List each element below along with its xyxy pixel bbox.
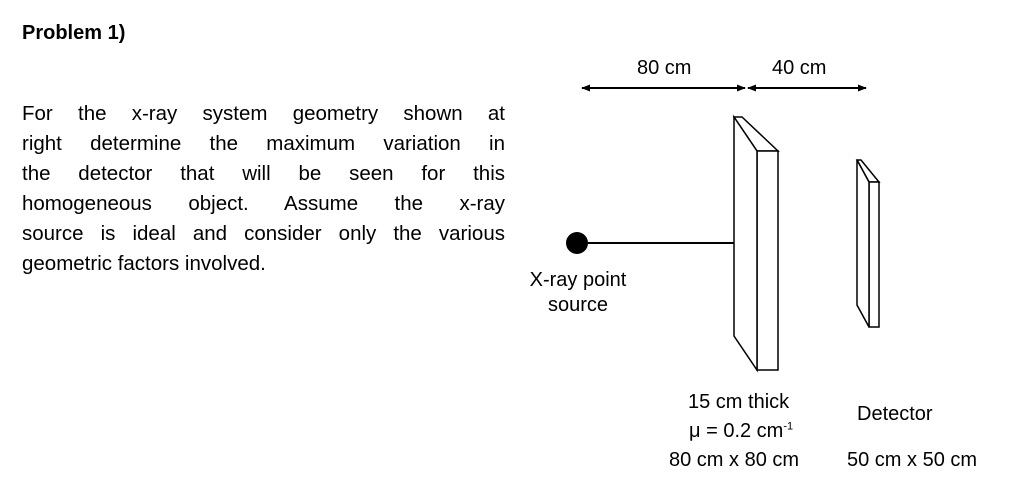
- detector-label: Detector: [857, 403, 933, 425]
- mu-symbol: μ: [689, 420, 701, 442]
- detector-plate: [855, 159, 881, 328]
- object-attenuation-label: μ = 0.2 cm-1: [689, 420, 793, 443]
- source-label: X-ray point source: [517, 268, 639, 318]
- mu-value: = 0.2 cm: [700, 420, 784, 442]
- object-size-label: 80 cm x 80 cm: [669, 449, 800, 471]
- problem-line: source is ideal and consider only the va…: [22, 222, 505, 245]
- problem-line: right determine the maximum variation in: [22, 132, 505, 155]
- source-label-line1: X-ray point: [529, 269, 627, 291]
- problem-line: geometric factors involved.: [22, 252, 266, 275]
- dimension-label-40cm: 40 cm: [772, 57, 827, 79]
- problem-title: Problem 1): [22, 22, 126, 44]
- detector-size-label: 50 cm x 50 cm: [847, 449, 978, 471]
- problem-line: homogeneous object. Assume the x-ray: [22, 192, 505, 215]
- mu-exponent: -1: [783, 420, 794, 433]
- problem-statement: For the x-ray system geometry shown at r…: [22, 99, 505, 279]
- object-thickness-label: 15 cm thick: [688, 391, 790, 413]
- xray-source-dot: [566, 232, 588, 254]
- problem-line: the detector that will be seen for this: [22, 162, 505, 185]
- object-slab: [732, 114, 780, 373]
- dimension-label-80cm: 80 cm: [637, 57, 692, 79]
- problem-line: For the x-ray system geometry shown at: [22, 102, 505, 125]
- source-label-line2: source: [547, 294, 609, 316]
